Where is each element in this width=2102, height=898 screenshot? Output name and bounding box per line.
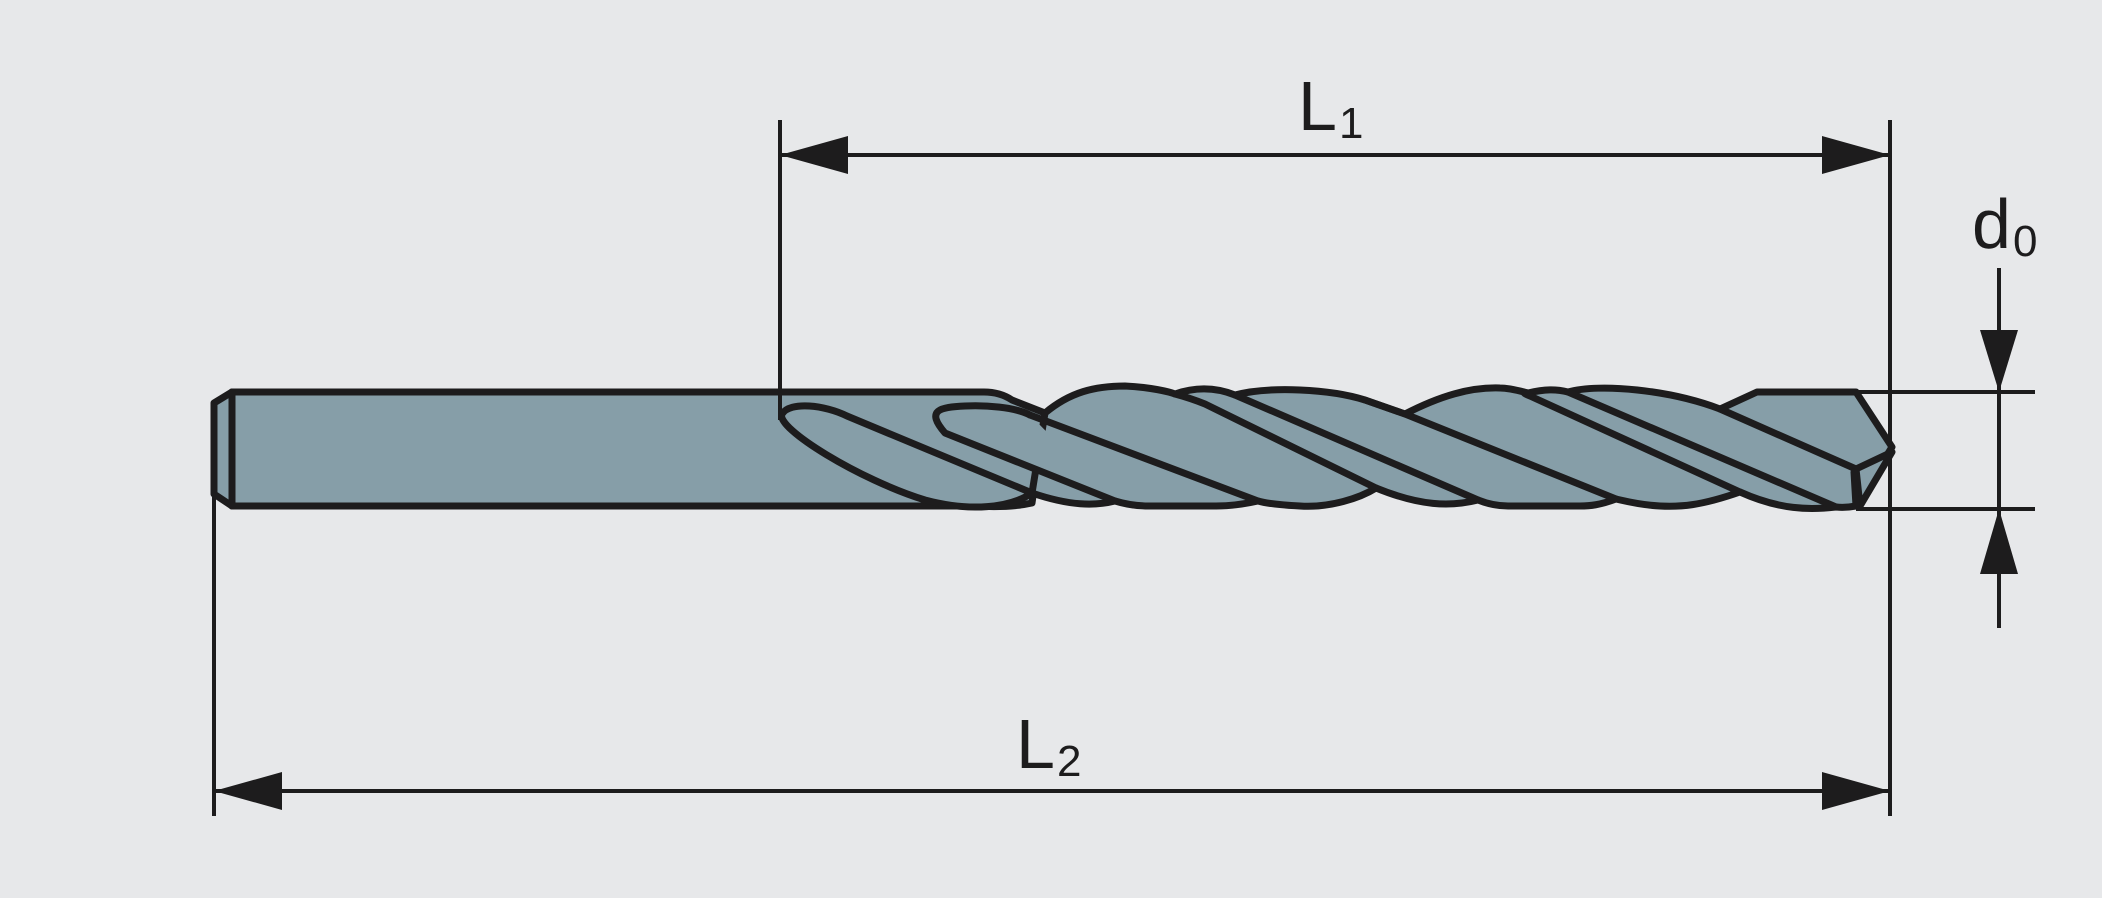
arrowheads: [214, 136, 2018, 810]
l1-arrow-left: [780, 136, 848, 174]
helix-land-7: [1716, 405, 1860, 473]
l1-arrow-right: [1822, 136, 1890, 174]
helix-land-2: [1171, 390, 1380, 492]
l1-label: L1: [1298, 67, 1363, 148]
helix-land-4: [1361, 396, 1620, 503]
l2-arrow-left: [214, 772, 282, 810]
helix-land-6: [1564, 388, 1840, 511]
point-edge: [1850, 468, 1860, 510]
d0-label: d0: [1972, 185, 2037, 266]
fluted-body: [1028, 382, 1896, 512]
l2-label: L2: [1016, 705, 1081, 786]
l2-arrow-right: [1822, 772, 1890, 810]
helix-land-3: [1231, 391, 1482, 504]
drill-bit: [210, 382, 1896, 512]
d0-arrow-top: [1980, 330, 2018, 392]
helix-land-1: [1026, 411, 1262, 505]
flute-tongue-1: [778, 402, 1036, 511]
d0-arrow-bottom: [1980, 509, 2018, 574]
flute-tongue-2: [932, 402, 1119, 505]
helix-land-5: [1521, 389, 1744, 496]
